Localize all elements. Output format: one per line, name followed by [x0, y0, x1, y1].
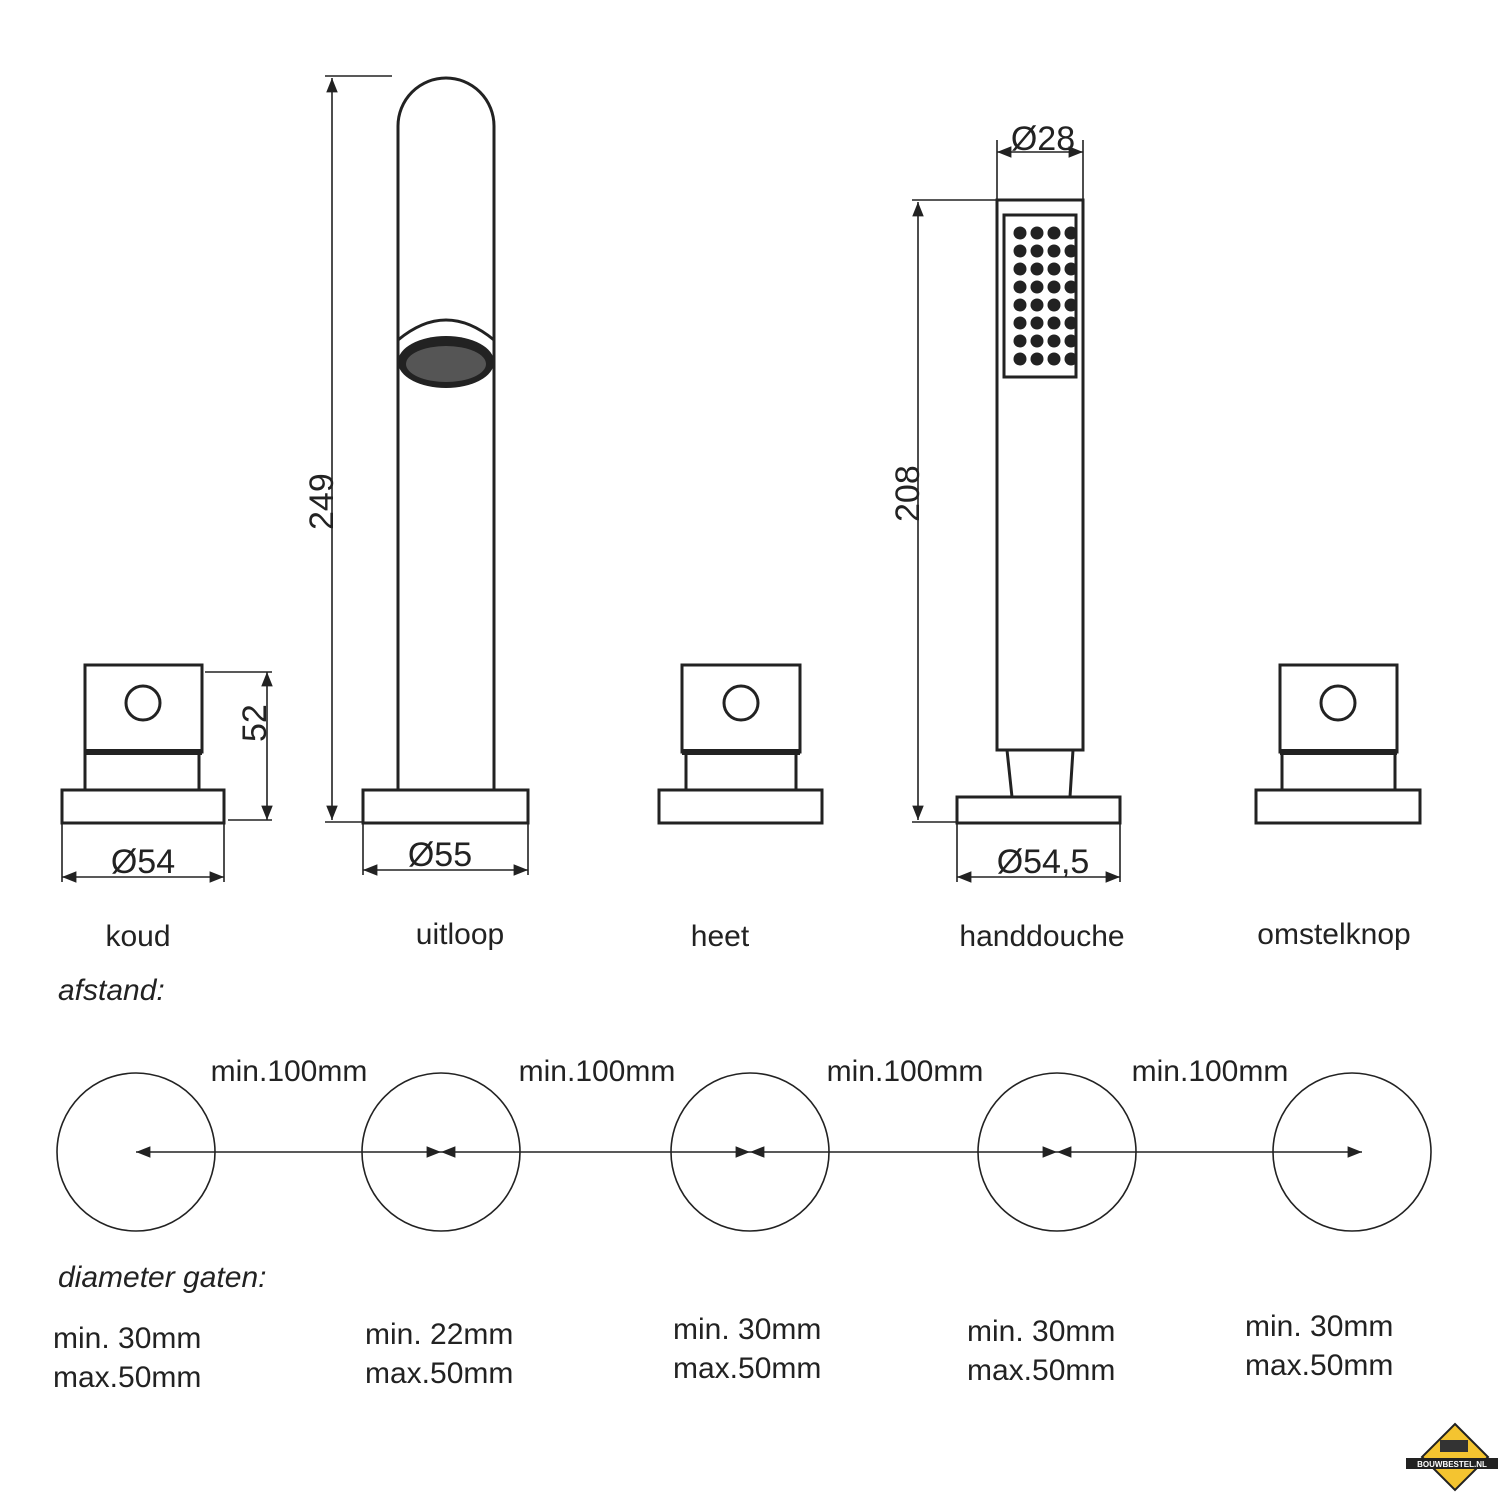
label-koud: koud [105, 920, 170, 953]
hot-tap-drawing [657, 663, 824, 825]
nozzle-dot [1064, 226, 1078, 240]
svg-text:BOUWBESTEL.NL: BOUWBESTEL.NL [1417, 1460, 1487, 1469]
nozzle-dot [1064, 334, 1078, 348]
distance-label: min.100mm [1132, 1055, 1289, 1088]
nozzle-dot [1047, 262, 1061, 276]
spout-diameter: Ø55 [408, 836, 472, 874]
hand-shower-drawing: 208 Ø28 Ø54,5 [889, 120, 1122, 883]
hole-min: min. 30mm [1245, 1310, 1393, 1343]
nozzle-dot [1064, 352, 1078, 366]
nozzle-dot [1047, 298, 1061, 312]
nozzle-dot [1030, 262, 1044, 276]
nozzle-dot [1064, 244, 1078, 258]
spacing-heading: afstand: [58, 974, 165, 1007]
hole-min: min. 30mm [967, 1315, 1115, 1348]
hole-max: max.50mm [365, 1357, 513, 1390]
shower-head-nozzles [1013, 226, 1078, 366]
nozzle-dot [1064, 262, 1078, 276]
hole-max: max.50mm [1245, 1349, 1393, 1382]
nozzle-dot [1064, 280, 1078, 294]
nozzle-dot [1047, 280, 1061, 294]
distance-label: min.100mm [211, 1055, 368, 1088]
hole-max: max.50mm [673, 1352, 821, 1385]
label-heet: heet [691, 920, 750, 953]
nozzle-dot [1047, 244, 1061, 258]
hand-shower-height: 208 [889, 465, 927, 522]
hole-min: min. 30mm [673, 1313, 821, 1346]
cold-tap-drawing: 52 Ø54 [60, 663, 274, 883]
cold-tap-height: 52 [236, 704, 274, 742]
nozzle-dot [1013, 280, 1027, 294]
hand-shower-diameter: Ø54,5 [997, 843, 1090, 881]
hole-max: max.50mm [967, 1354, 1115, 1387]
label-omstelknop: omstelknop [1257, 918, 1410, 951]
nozzle-dot [1030, 334, 1044, 348]
hand-shower-head-diameter: Ø28 [1011, 120, 1075, 158]
diverter-knob-drawing [1254, 663, 1422, 825]
spout-height: 249 [303, 473, 341, 530]
distance-label: min.100mm [519, 1055, 676, 1088]
nozzle-dot [1030, 298, 1044, 312]
nozzle-dot [1030, 244, 1044, 258]
nozzle-dot [1064, 316, 1078, 330]
nozzle-dot [1047, 226, 1061, 240]
label-handdouche: handdouche [959, 920, 1124, 953]
nozzle-dot [1047, 334, 1061, 348]
cold-tap-diameter: Ø54 [111, 843, 175, 881]
nozzle-dot [1047, 316, 1061, 330]
hole-min: min. 22mm [365, 1318, 513, 1351]
nozzle-dot [1030, 280, 1044, 294]
nozzle-dot [1013, 226, 1027, 240]
label-uitloop: uitloop [416, 918, 504, 951]
nozzle-dot [1013, 316, 1027, 330]
bouwbestel-logo: BOUWBESTEL.NL [1406, 1422, 1498, 1492]
spout-drawing: 249 Ø55 [303, 75, 530, 876]
nozzle-dot [1030, 316, 1044, 330]
nozzle-dot [1013, 334, 1027, 348]
nozzle-dot [1064, 298, 1078, 312]
nozzle-dot [1013, 352, 1027, 366]
hole-max: max.50mm [53, 1361, 201, 1394]
nozzle-dot [1030, 352, 1044, 366]
nozzle-dot [1047, 352, 1061, 366]
nozzle-dot [1013, 244, 1027, 258]
hole-min: min. 30mm [53, 1322, 201, 1355]
hole-diameter-heading: diameter gaten: [58, 1261, 266, 1294]
distance-label: min.100mm [827, 1055, 984, 1088]
nozzle-dot [1013, 262, 1027, 276]
hole-layout: min.100mm min.100mm min.100mm min.100mm [56, 1055, 1432, 1232]
nozzle-dot [1013, 298, 1027, 312]
nozzle-dot [1030, 226, 1044, 240]
